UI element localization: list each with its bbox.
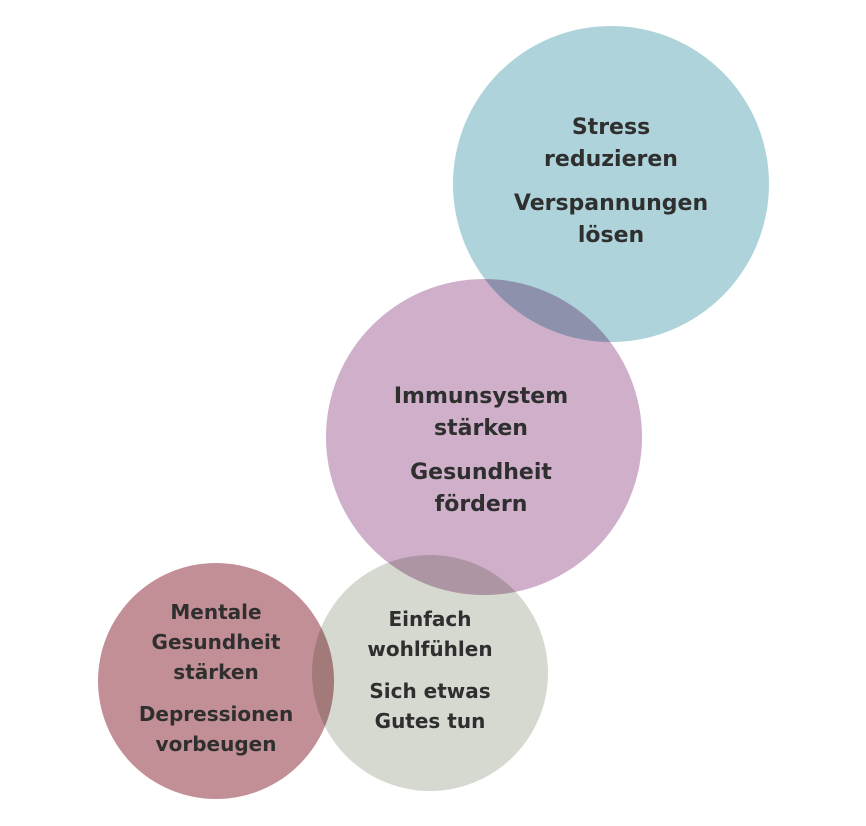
label-stress: Stress reduzieren Verspannungen lösen: [514, 112, 708, 252]
text-line: Einfach: [388, 607, 472, 631]
text-line: Depressionen: [138, 702, 294, 726]
circle-stress: [453, 26, 769, 342]
text-line: Stress: [571, 115, 651, 140]
text-line: lösen: [577, 223, 645, 248]
label-immunsystem: Immunsystem stärken Gesundheit fördern: [394, 381, 568, 521]
text-line: Immunsystem: [393, 384, 569, 409]
circle-mental: [98, 563, 334, 799]
text-line: Sich etwas: [369, 679, 491, 703]
text-line: wohlfühlen: [367, 637, 493, 661]
label-wohlfuehlen: Einfach wohlfühlen Sich etwas Gutes tun: [367, 604, 492, 736]
text-line: fördern: [434, 492, 528, 517]
text-line: reduzieren: [544, 147, 678, 172]
text-line: stärken: [173, 660, 259, 684]
text-line: Gutes tun: [374, 709, 486, 733]
text-line: Gesundheit: [151, 630, 281, 654]
circle-wohlfuehlen: [312, 555, 548, 791]
text-line: Gesundheit: [410, 460, 552, 485]
text-line: Verspannungen: [513, 191, 709, 216]
label-mental: Mentale Gesundheit stärken Depressionen …: [139, 597, 293, 759]
text-line: Mentale: [170, 600, 262, 624]
text-line: stärken: [434, 416, 528, 441]
text-line: vorbeugen: [155, 732, 277, 756]
